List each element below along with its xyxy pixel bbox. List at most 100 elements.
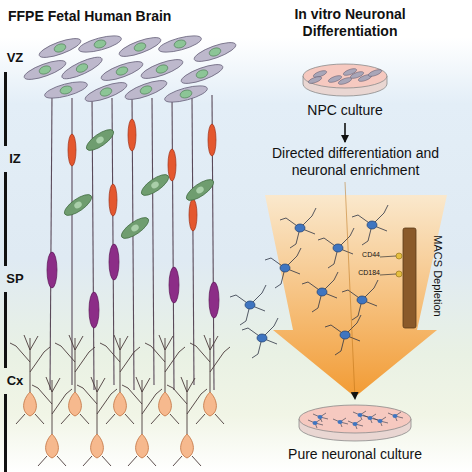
migrating-neuron	[168, 149, 176, 181]
intermediate-cell	[118, 214, 151, 242]
progenitor-cell	[60, 53, 105, 82]
dish-drawing	[295, 58, 395, 100]
intermediate-cell	[138, 171, 171, 199]
progenitor-cell	[157, 33, 203, 56]
iz-cells	[61, 119, 216, 242]
layer-label: SP	[0, 271, 30, 286]
neuron	[393, 414, 398, 418]
pyramidal-neuron	[167, 377, 207, 466]
subplate-neuron	[169, 267, 179, 303]
enriched-neurons	[230, 205, 388, 358]
neuron	[338, 420, 343, 424]
neurite	[333, 418, 348, 427]
dish-medium	[303, 64, 387, 88]
neurite	[313, 413, 328, 422]
progenitor-cell	[123, 77, 168, 103]
fiber	[172, 95, 174, 390]
subplate-neuron	[109, 244, 119, 280]
subplate-neuron	[47, 252, 57, 288]
neurite	[348, 420, 363, 429]
progenitor-cell	[83, 79, 128, 105]
connector-line	[344, 123, 346, 142]
culture-dish: NPC culture	[295, 58, 395, 122]
neurite	[373, 417, 388, 426]
progenitor-cell	[368, 68, 383, 77]
pyramidal-neuron	[32, 377, 72, 466]
layer-label: VZ	[0, 50, 30, 65]
bead	[396, 253, 402, 259]
dish-caption: NPC culture	[265, 102, 425, 118]
neurite	[308, 419, 323, 428]
progenitor-cell	[99, 58, 144, 84]
progenitor-cell	[308, 75, 323, 84]
pyramidal-neuron	[77, 377, 117, 466]
progenitor-cell	[139, 56, 184, 82]
leader-line	[380, 274, 396, 275]
progenitor-cell	[22, 57, 67, 83]
neurite	[388, 412, 403, 421]
connector-line	[345, 182, 355, 399]
subplate-neuron	[89, 292, 99, 328]
neuron	[342, 280, 378, 320]
neuron	[265, 248, 301, 288]
progenitor-cell	[43, 79, 89, 102]
neuron	[358, 413, 363, 417]
layer-label: Cx	[0, 373, 30, 388]
subplate-neuron	[209, 282, 219, 318]
fiber	[112, 98, 114, 385]
edge-label: Directed differentiation and neuronal en…	[248, 145, 463, 179]
marker-label: CD44	[360, 251, 380, 258]
neuron	[352, 205, 388, 245]
pyramidal-neuron	[100, 335, 140, 424]
progenitor-cell	[179, 61, 224, 87]
layer-label: IZ	[0, 151, 30, 166]
fiber	[152, 98, 154, 385]
dish-drawing	[285, 400, 425, 444]
leader-line	[380, 256, 396, 257]
progenitor-cell	[350, 70, 365, 79]
neuron	[318, 415, 323, 419]
bar-segment	[4, 292, 7, 368]
intermediate-cell	[83, 126, 116, 154]
progenitor-cell	[37, 35, 82, 61]
progenitor-cell	[163, 83, 209, 106]
pyramidal-neuron	[122, 377, 162, 466]
bar-segment	[4, 394, 7, 472]
pyramidal-neuron	[55, 335, 95, 424]
pyramidal-neuron	[145, 335, 185, 424]
neuron	[325, 315, 361, 355]
marker-label: CD184	[356, 269, 380, 276]
fiber	[192, 98, 194, 385]
neurite	[353, 411, 368, 420]
progenitor-cell	[77, 33, 123, 56]
progenitor-cell	[117, 34, 162, 60]
intermediate-cell	[61, 191, 94, 219]
culture-dish: Pure neuronal culture	[285, 400, 425, 468]
neuron	[368, 416, 373, 420]
dish-caption: Pure neuronal culture	[255, 446, 455, 462]
neurite	[363, 414, 378, 423]
dish-medium	[299, 405, 411, 433]
neuron	[302, 272, 338, 312]
neuron	[280, 208, 316, 248]
sp-cells	[47, 244, 219, 328]
column	[403, 228, 416, 328]
panel-heading: In vitro Neuronal Differentiation	[250, 6, 450, 40]
fiber	[50, 95, 52, 390]
cortex-neurons	[10, 335, 230, 466]
progenitor-cell	[192, 39, 237, 65]
neuron	[242, 318, 278, 358]
neuron	[353, 422, 358, 426]
bar-segment	[4, 72, 7, 146]
pyramidal-neuron	[190, 335, 230, 424]
bar-segment	[4, 172, 7, 266]
migrating-neuron	[128, 119, 136, 151]
migrating-neuron	[68, 134, 76, 166]
migrating-neuron	[109, 184, 117, 216]
macs-column	[380, 228, 416, 328]
bead	[396, 271, 402, 277]
neuron	[313, 421, 318, 425]
neuron	[230, 285, 266, 325]
